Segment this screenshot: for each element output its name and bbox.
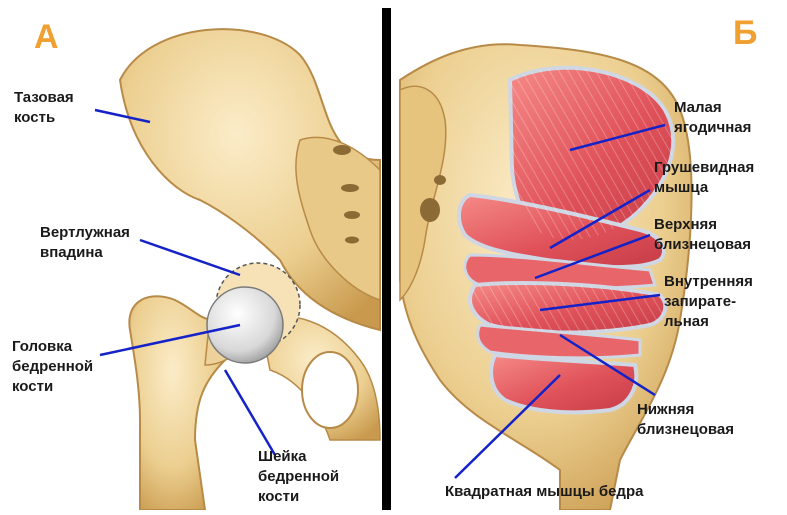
label-obturator-internus: Внутренняя запирате- льная — [664, 272, 753, 332]
pointer-femoral-neck — [225, 370, 275, 455]
label-acetabulum: Вертлужная впадина — [40, 223, 130, 263]
panel-letter-b: Б — [733, 16, 757, 50]
panel-letter-a: А — [34, 20, 59, 54]
pointer-acetabulum — [140, 240, 240, 275]
femoral-head-drawing — [207, 287, 283, 363]
label-piriformis: Грушевидная мышца — [654, 158, 754, 198]
label-pelvic-bone: Тазовая кость — [14, 88, 74, 128]
panel-divider — [382, 8, 391, 510]
label-femoral-neck: Шейка бедренной кости — [258, 447, 339, 507]
label-inferior-gemellus: Нижняя близнецовая — [637, 400, 734, 440]
label-superior-gemellus: Верхняя близнецовая — [654, 215, 751, 255]
label-quadratus-femoris: Квадратная мышцы бедра — [445, 482, 643, 502]
label-femoral-head: Головка бедренной кости — [12, 337, 93, 397]
label-gluteus-minimus: Малая ягодичная — [674, 98, 751, 138]
